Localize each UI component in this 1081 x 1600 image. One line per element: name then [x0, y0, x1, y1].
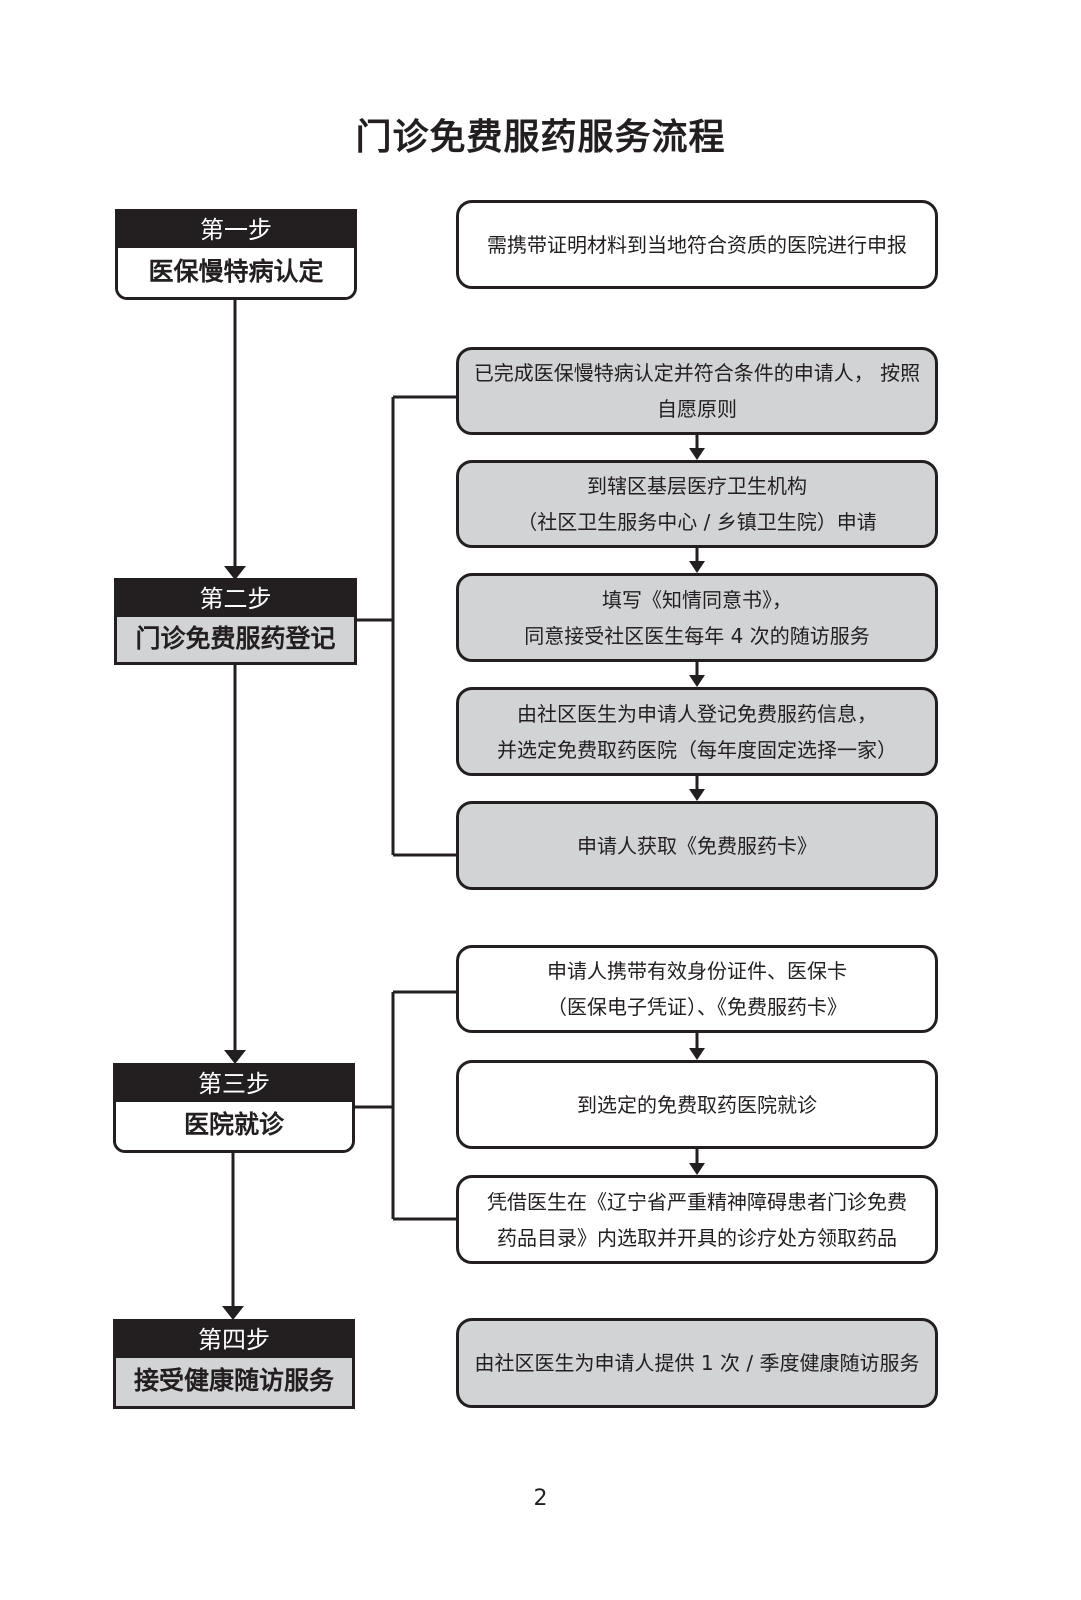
page-number: 2: [533, 1486, 548, 1511]
step-3-box: 第三步 医院就诊: [113, 1063, 355, 1153]
page-title: 门诊免费服药服务流程: [355, 117, 726, 158]
detail-text: 由社区医生为申请人提供 1 次 / 季度健康随访服务: [474, 1351, 920, 1375]
detail-text: 凭借医生在《辽宁省严重精神障碍患者门诊免费 药品目录》内选取并开具的诊疗处方领取…: [487, 1189, 907, 1250]
detail-text: 到选定的免费取药医院就诊: [577, 1092, 817, 1117]
step-2-detail-5: 申请人获取《免费服药卡》: [456, 801, 938, 890]
arrow-head-3a: [689, 1048, 705, 1060]
step-1-name: 医保慢特病认定: [118, 248, 354, 297]
step-4-detail-1: 由社区医生为申请人提供 1 次 / 季度健康随访服务: [456, 1318, 938, 1408]
step-4-label: 第四步: [116, 1322, 352, 1358]
step-1-detail-1: 需携带证明材料到当地符合资质的医院进行申报: [456, 200, 938, 289]
step-2-detail-2: 到辖区基层医疗卫生机构 （社区卫生服务中心 / 乡镇卫生院）申请: [456, 460, 938, 548]
step-4-name: 接受健康随访服务: [116, 1358, 352, 1406]
step-2-detail-3: 填写《知情同意书》， 同意接受社区医生每年 4 次的随访服务: [456, 573, 938, 662]
detail-text: 已完成医保慢特病认定并符合条件的申请人， 按照 自愿原则: [473, 361, 921, 421]
detail-text: 申请人携带有效身份证件、医保卡 （医保电子凭证）、《免费服药卡》: [547, 959, 847, 1019]
step-3-detail-1: 申请人携带有效身份证件、医保卡 （医保电子凭证）、《免费服药卡》: [456, 945, 938, 1033]
arrow-head-step2: [224, 566, 246, 580]
step-1-box: 第一步 医保慢特病认定: [115, 209, 357, 300]
arrow-head-step4: [222, 1306, 244, 1320]
detail-text: 到辖区基层医疗卫生机构 （社区卫生服务中心 / 乡镇卫生院）申请: [517, 474, 877, 534]
arrow-head-2a: [689, 448, 705, 460]
step-3-detail-2: 到选定的免费取药医院就诊: [456, 1060, 938, 1149]
step-3-name: 医院就诊: [116, 1102, 352, 1150]
step-2-detail-1: 已完成医保慢特病认定并符合条件的申请人， 按照 自愿原则: [456, 347, 938, 435]
step-2-box: 第二步 门诊免费服药登记: [114, 578, 357, 665]
detail-text: 需携带证明材料到当地符合资质的医院进行申报: [487, 232, 907, 257]
arrow-head-step3: [224, 1050, 246, 1064]
step-3-detail-3: 凭借医生在《辽宁省严重精神障碍患者门诊免费 药品目录》内选取并开具的诊疗处方领取…: [456, 1175, 938, 1264]
arrow-head-2b: [689, 561, 705, 573]
arrow-head-2d: [689, 789, 705, 801]
step-2-name: 门诊免费服药登记: [117, 617, 354, 662]
arrow-head-3b: [689, 1163, 705, 1175]
step-3-label: 第三步: [116, 1066, 352, 1102]
arrow-head-2c: [689, 675, 705, 687]
detail-text: 申请人获取《免费服药卡》: [577, 833, 817, 858]
detail-text: 填写《知情同意书》， 同意接受社区医生每年 4 次的随访服务: [524, 587, 870, 648]
step-2-label: 第二步: [117, 581, 354, 617]
step-2-detail-4: 由社区医生为申请人登记免费服药信息， 并选定免费取药医院（每年度固定选择一家）: [456, 687, 938, 776]
step-1-label: 第一步: [118, 212, 354, 248]
step-4-box: 第四步 接受健康随访服务: [113, 1319, 355, 1409]
detail-text: 由社区医生为申请人登记免费服药信息， 并选定免费取药医院（每年度固定选择一家）: [497, 701, 897, 762]
